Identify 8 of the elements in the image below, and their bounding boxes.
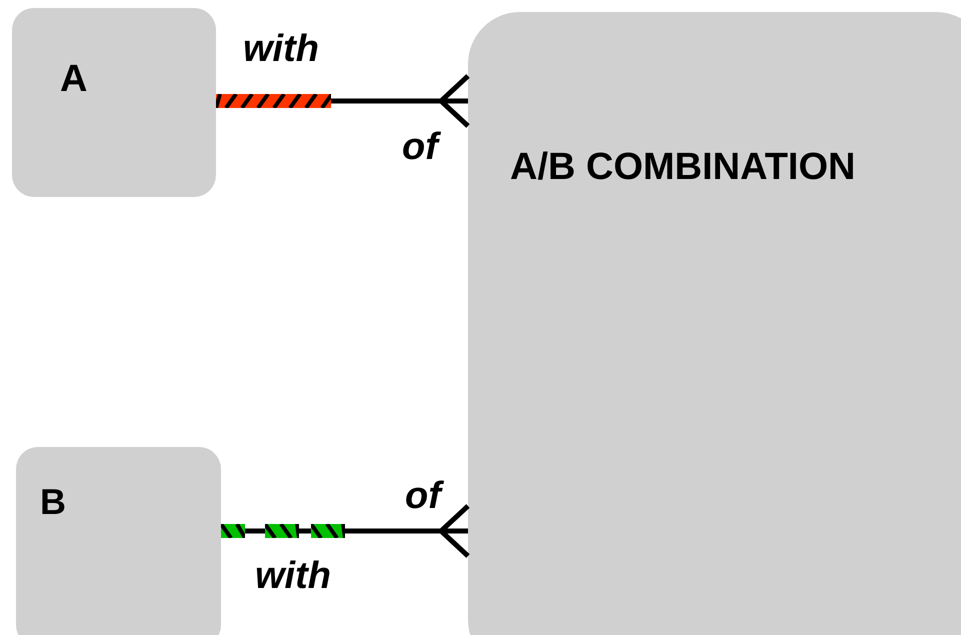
entity-box xyxy=(12,8,216,197)
edge-label: with xyxy=(243,30,319,68)
edge-label: with xyxy=(255,557,331,595)
entity-name: A xyxy=(60,60,88,98)
entity-name: B xyxy=(40,484,66,520)
entity-box xyxy=(468,12,961,635)
entity-box xyxy=(16,447,221,635)
entity-name: A/B COMBINATION xyxy=(510,148,856,186)
